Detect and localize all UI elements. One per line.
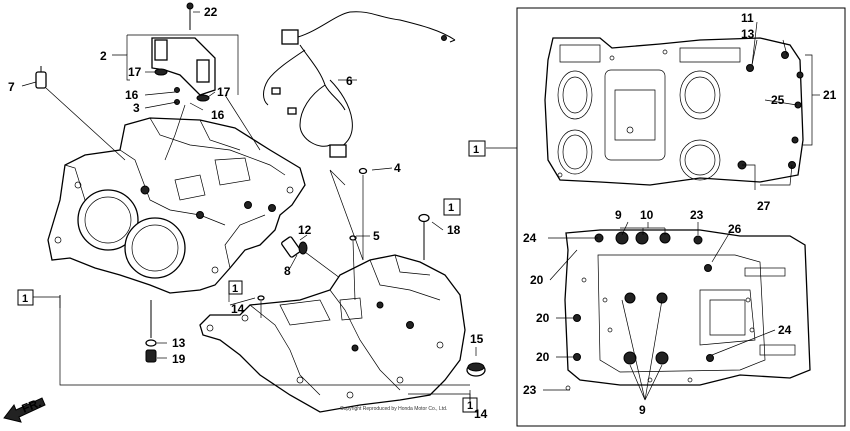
callout-20a: 20	[530, 273, 544, 287]
callout-23b: 23	[523, 383, 537, 397]
oil-pressure-switch	[21, 66, 126, 161]
callout-8: 8	[284, 264, 291, 278]
inset-panel-frame	[516, 7, 846, 427]
oil-filler-cap	[466, 347, 486, 377]
callout-3: 3	[133, 101, 140, 115]
callout-18: 18	[447, 223, 461, 237]
callout-24b: 24	[778, 323, 792, 337]
boxed-ref-pan: 1	[448, 202, 454, 214]
callout-labels: 22 2 17 16 3 16 17 7 6 4 5 18 12 8 14 13…	[8, 5, 837, 421]
boxed-ref-left: 1	[22, 293, 28, 305]
lower-crankcase-bottom-view	[564, 229, 811, 391]
lower-crankcase	[199, 254, 466, 413]
breather-bracket	[112, 2, 239, 161]
callout-7: 7	[8, 80, 15, 94]
callout-17b: 17	[217, 85, 231, 99]
callout-6: 6	[346, 74, 353, 88]
front-direction-label: FR.	[20, 396, 43, 416]
callout-9b: 9	[639, 403, 646, 417]
callout-22: 22	[204, 5, 218, 19]
boxed-ref-inset: 1	[473, 144, 479, 156]
callout-26: 26	[728, 222, 742, 236]
boxed-ref-crankcase: 1	[232, 283, 238, 295]
callout-14a: 14	[231, 302, 245, 316]
callout-9a: 9	[615, 208, 622, 222]
left-leader-lines	[59, 94, 471, 402]
callout-10: 10	[640, 208, 654, 222]
inset-leader-lines	[543, 21, 820, 401]
callout-17a: 17	[128, 65, 142, 79]
boxed-ref-bottom: 1	[467, 400, 473, 412]
callout-20c: 20	[536, 350, 550, 364]
wire-harness	[263, 11, 456, 158]
front-direction-arrow	[3, 397, 46, 423]
callout-4: 4	[394, 161, 401, 175]
callout-12: 12	[298, 223, 312, 237]
callout-11: 11	[741, 11, 754, 25]
callout-16a: 16	[125, 88, 139, 102]
callout-13b: 13	[741, 27, 755, 41]
callout-27: 27	[757, 199, 771, 213]
callout-23a: 23	[690, 208, 704, 222]
callout-14b: 14	[474, 407, 488, 421]
callout-24a: 24	[523, 231, 537, 245]
callout-16b: 16	[211, 108, 225, 122]
callout-25: 25	[771, 93, 785, 107]
callout-21: 21	[823, 88, 837, 102]
callout-2: 2	[100, 49, 107, 63]
callout-19: 19	[172, 352, 186, 366]
upper-crankcase-top-view	[544, 37, 804, 186]
callout-13a: 13	[172, 336, 186, 350]
upper-crankcase	[47, 117, 306, 294]
bolt-13-19	[145, 300, 167, 363]
callout-20b: 20	[536, 311, 550, 325]
copyright-note: Copyright Reproduced by Honda Motor Co.,…	[340, 406, 447, 412]
callout-5: 5	[373, 229, 380, 243]
boxed-reference-labels: 1 1 1 1 1	[17, 140, 486, 413]
callout-15: 15	[470, 332, 484, 346]
